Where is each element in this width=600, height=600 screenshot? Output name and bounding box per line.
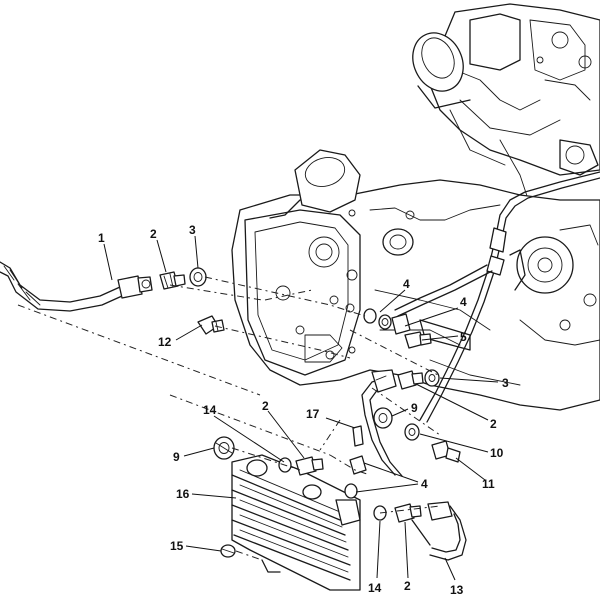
callout-11: 11 [482,477,495,491]
callout-4: 4 [421,477,428,491]
fitting-2-right [397,370,424,390]
screw-17 [352,425,364,447]
callout-15: 15 [170,539,184,553]
bolt-5 [404,331,432,349]
callout-16: 16 [176,487,190,501]
oil-hose-1 [0,261,153,312]
oil-cooler-16 [231,454,361,591]
engine-oil-line [394,171,600,423]
callout-2: 2 [262,399,269,413]
callout-3: 3 [189,223,196,237]
cooler-feed-hose [361,369,403,477]
callout-4: 4 [460,295,467,309]
callout-14: 14 [368,581,382,595]
callout-14: 14 [203,403,217,417]
drain-plug-15 [220,544,236,558]
callout-2: 2 [490,417,497,431]
bolt-11 [431,440,461,463]
banjo-fitting-engine [391,313,411,335]
callout-5: 5 [460,330,467,344]
callout-10: 10 [490,446,504,460]
callout-1: 1 [98,231,105,245]
callout-2: 2 [150,227,157,241]
callout-12: 12 [158,335,172,349]
fitting-2-upper [159,271,186,290]
callout-9: 9 [173,450,180,464]
banjo-9-left [213,436,235,460]
callout-4: 4 [403,277,410,291]
assembly-centerlines [17,276,441,561]
callout-13: 13 [450,583,464,597]
oil-hose-13 [411,501,467,561]
fitting-2-bottom [394,503,422,523]
callout-9: 9 [411,401,418,415]
washer-4-cooler [344,455,367,499]
washer-10 [404,423,420,441]
callout-labels: 1 2 3 4 4 5 12 3 2 9 10 11 17 14 2 9 16 … [98,223,509,597]
callout-2: 2 [404,579,411,593]
washer-3-upper [189,267,207,287]
engine-crankcase [231,149,600,411]
callout-17: 17 [306,407,320,421]
bolt-12 [197,315,225,335]
fitting-2-cooler [295,456,324,476]
washer-4-engine [363,308,392,330]
callout-3: 3 [502,376,509,390]
engine-rear-head [412,3,600,206]
banjo-9-right [373,407,393,429]
leader-lines [103,235,499,581]
washer-3-right [424,369,440,387]
